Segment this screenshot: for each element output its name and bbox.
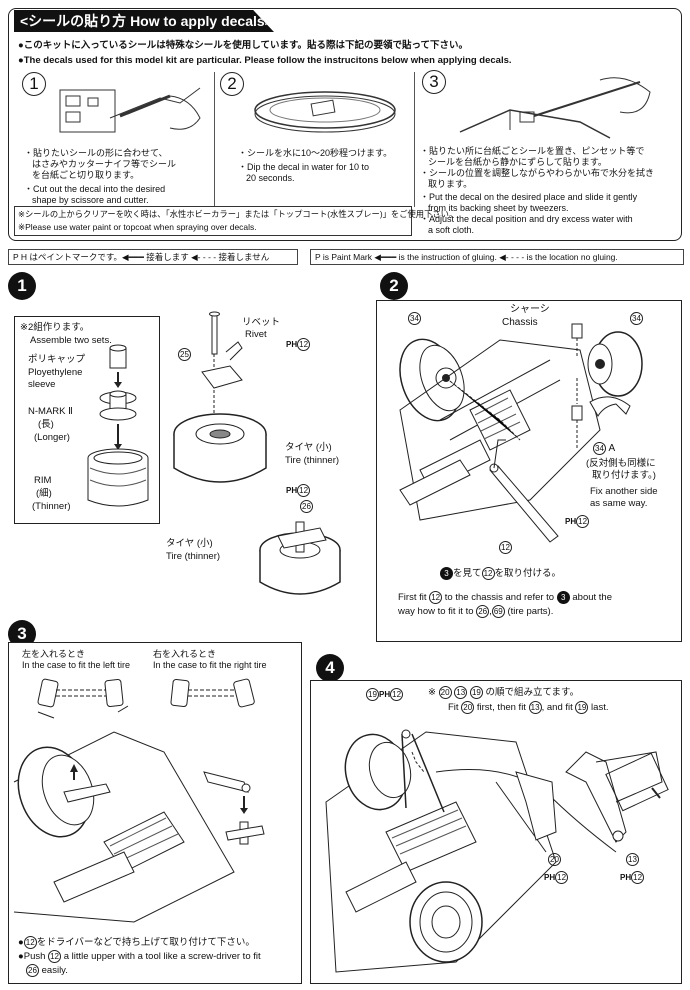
step-2-part-34-c: 34 A xyxy=(593,442,615,455)
step-1-part-26: 26 xyxy=(300,500,313,513)
step-4-part-20-label: 20 xyxy=(548,853,561,866)
step-1-poly-en-1: Ployethylene xyxy=(28,367,83,378)
step-1-hub-exploded-illustration xyxy=(87,344,149,507)
step-1-tire2-jp: タイヤ (小) xyxy=(166,538,213,549)
step-1-rivet-en: Rivet xyxy=(245,329,267,340)
step-2-instruction-en-2: way how to fit it to 26,69 (tire parts). xyxy=(398,605,554,618)
step-2-side-en-2: as same way. xyxy=(590,498,648,509)
decal-step-1-number: 1 xyxy=(22,72,46,96)
decal-note-jp: ※シールの上からクリアーを吹く時は、「水性ホビーカラー」または「トップコート(水… xyxy=(18,209,458,219)
step-1-rim-en: (Thinner) xyxy=(32,501,71,512)
decal-divider-2 xyxy=(414,72,415,207)
step-1-tire2-en: Tire (thinner) xyxy=(166,551,221,562)
step-2-instruction-en-1: First fit 12 to the chassis and refer to… xyxy=(398,591,612,604)
step-1-rim: RIM xyxy=(34,475,52,486)
decal-step-1-jp-1: ・貼りたいシールの形に合わせて、 xyxy=(24,148,168,158)
decal-note-box xyxy=(14,206,412,236)
decal-step-3-en-4: a soft cloth. xyxy=(428,225,475,235)
step-3-right-en: In the case to fit the right tire xyxy=(153,660,267,670)
decal-step-3-en-3: ・Adjust the decal position and dry exces… xyxy=(420,214,633,224)
step-1-part-25: 25 xyxy=(178,348,191,361)
decal-instructions-panel xyxy=(8,8,682,241)
decal-step-1-jp-2: はさみやカッターナイフ等でシール xyxy=(32,159,177,169)
step-2-side-jp-1: (反対側も同様に xyxy=(586,458,656,469)
decal-intro-en: ●The decals used for this model kit are … xyxy=(18,55,512,66)
decal-divider-1 xyxy=(214,72,215,207)
step-4-part-13-label: 13 xyxy=(626,853,639,866)
decal-step-1-jp-3: を台紙ごと切り取ります。 xyxy=(32,170,140,180)
step-1-rivet-jp: リベット xyxy=(242,317,281,328)
step-2-chassis-illustration xyxy=(399,323,643,543)
decal-step-2-jp-1: ・シールを水に10〜20秒程つけます。 xyxy=(238,148,393,158)
decal-step-3-en-2: from its backing sheet by tweezers. xyxy=(428,203,569,213)
step-2-part-34-b: 34 xyxy=(630,312,643,325)
step-1-nmark-jp: (長) xyxy=(38,419,54,430)
decal-step-3-jp-4: 取ります。 xyxy=(428,179,473,189)
step-1-tire-jp: タイヤ (小) xyxy=(285,442,332,453)
decal-step-2-en-2: 20 seconds. xyxy=(246,173,295,183)
step-1-poly-jp: ポリキャップ xyxy=(28,354,86,365)
decal-step-1-en-1: ・Cut out the decal into the desired xyxy=(24,184,166,194)
step-4-order-en: Fit 20 first, then fit 13, and fit 19 la… xyxy=(448,701,609,714)
decal-tweezers-illustration xyxy=(459,77,651,139)
decal-step-3-jp-2: シールを台紙から静かにずらして貼ります。 xyxy=(428,157,607,167)
legend-en: P is Paint Mark ◀━━━ is the instruction … xyxy=(310,249,684,265)
step-3-right-jp: 右を入れるとき xyxy=(153,649,217,659)
step-1-number: 1 xyxy=(8,272,36,300)
decal-water-dish-illustration xyxy=(254,91,396,133)
decal-step-2-number: 2 xyxy=(220,72,244,96)
decal-step-2-en-1: ・Dip the decal in water for 10 to xyxy=(238,162,370,172)
decal-step-3-jp-3: ・シールの位置を調整しながらやわらかい布で水分を拭き xyxy=(420,168,655,178)
decal-step-3-en-1: ・Put the decal on the desired place and … xyxy=(420,192,638,202)
step-2-number: 2 xyxy=(380,272,408,300)
step-3-left-jp: 左を入れるとき xyxy=(22,649,86,659)
step-1-tire-en: Tire (thinner) xyxy=(285,455,340,466)
step-3-en-text-2: 26 easily. xyxy=(26,964,68,977)
decal-step-1-en-2: shape by scissore and cutter. xyxy=(32,195,149,205)
step-2-chassis-en: Chassis xyxy=(502,317,538,328)
decal-cut-illustration xyxy=(59,87,201,133)
step-3-en-text-1: ●Push 12 a little upper with a tool like… xyxy=(18,950,261,963)
step-2-part-34-a: 34 xyxy=(408,312,421,325)
step-1-poly-en-2: sleeve xyxy=(28,379,56,390)
step-1-rim-jp: (細) xyxy=(36,488,52,499)
step-3-tire-fit-illustration xyxy=(13,678,265,923)
decal-step-3-number: 3 xyxy=(422,70,446,94)
step-2-part-12: 12 xyxy=(499,541,512,554)
decal-section-title: <シールの貼り方 How to apply decals> xyxy=(14,10,274,32)
step-1-inset-note-en: Assemble two sets. xyxy=(30,335,112,346)
step-4-order-jp: ※ 20 13 19 の順で組み立てます。 xyxy=(428,686,580,699)
step-4-number: 4 xyxy=(316,654,344,682)
step-2-side-en-1: Fix another side xyxy=(590,486,658,497)
decal-note-en: ※Please use water paint or topcoat when … xyxy=(18,222,257,232)
step-2-side-jp-2: 取り付けます。) xyxy=(592,470,656,481)
decal-step-3-jp-1: ・貼りたい所に台紙ごとシールを置き、ピンセット等で xyxy=(420,146,645,156)
decal-intro-jp: ●このキットに入っているシールは特殊なシールを使用しています。貼る際は下記の要領… xyxy=(18,40,469,51)
step-2-chassis-jp: シャーシ xyxy=(510,304,550,315)
step-1-nmark-en: (Longer) xyxy=(34,432,70,443)
step-1-nmark: N-MARK Ⅱ xyxy=(28,406,73,417)
step-4-chassis-illustration xyxy=(325,729,669,973)
legend-jp: P H はペイントマークです。◀━━━ 接着します ◀- - - - 接着しませ… xyxy=(8,249,298,265)
step-3-left-en: In the case to fit the left tire xyxy=(22,660,131,670)
step-1-tire-assembly-illustration xyxy=(173,311,341,595)
step-1-inset-note-jp: ※2組作ります。 xyxy=(20,322,90,333)
